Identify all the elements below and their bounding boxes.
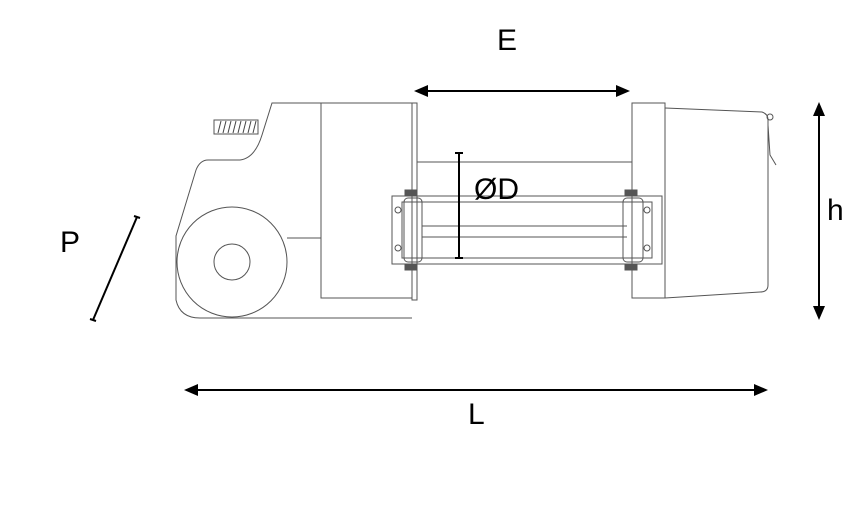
label-P: P xyxy=(60,226,81,259)
fairlead xyxy=(391,195,663,265)
label-diameter-D: ØD xyxy=(474,173,519,206)
right-roller xyxy=(622,197,644,263)
motor-block xyxy=(320,102,413,299)
gear-housing xyxy=(175,102,412,319)
drum-hub xyxy=(213,243,251,281)
dimension-P xyxy=(92,216,138,321)
right-motor xyxy=(664,107,769,299)
label-E: E xyxy=(497,24,518,57)
left-roller xyxy=(403,197,423,263)
right-end-plate xyxy=(631,102,666,299)
label-h: h xyxy=(827,194,844,227)
label-L: L xyxy=(468,398,485,431)
vent-grille-icon xyxy=(213,119,259,135)
drum-flange xyxy=(176,206,288,318)
